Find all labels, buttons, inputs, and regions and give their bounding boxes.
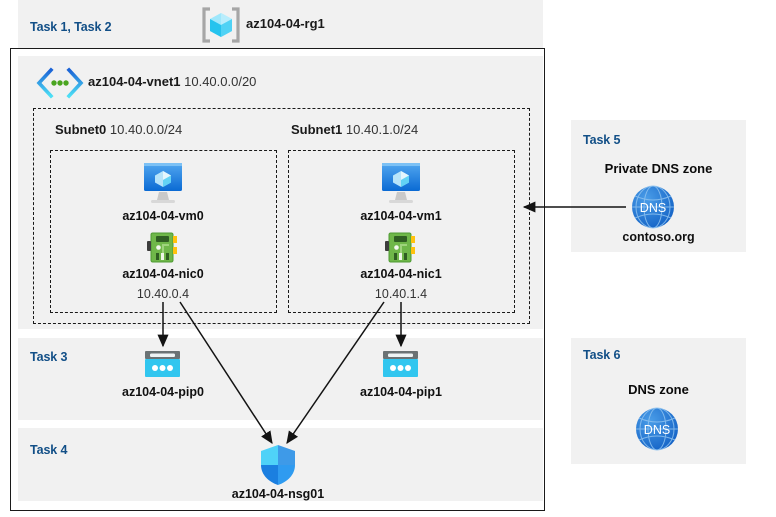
task-label-3: Task 3 xyxy=(30,350,68,364)
resource-group-icon xyxy=(198,6,244,44)
subnet1-cidr: 10.40.1.0/24 xyxy=(345,122,419,137)
subnet1-header: Subnet1 10.40.1.0/24 xyxy=(291,122,418,137)
virtual-machine-icon xyxy=(136,161,190,205)
subnets-container xyxy=(33,108,530,324)
dns-zone-icon: DNS xyxy=(634,406,680,452)
virtual-network-icon xyxy=(34,66,86,100)
pip0-name: az104-04-pip0 xyxy=(122,385,204,399)
vnet-panel xyxy=(18,56,543,329)
dns-zone-icon: DNS xyxy=(630,184,676,230)
public-ip-address-icon xyxy=(141,349,184,381)
virtual-machine-icon xyxy=(374,161,428,205)
vnet-name: az104-04-vnet1 xyxy=(88,74,181,89)
nic1-name: az104-04-nic1 xyxy=(360,267,442,281)
nic1-ip: 10.40.1.4 xyxy=(374,287,428,301)
public-dns-title: DNS zone xyxy=(628,382,689,397)
network-security-group-icon xyxy=(257,443,299,487)
pip1-name: az104-04-pip1 xyxy=(360,385,442,399)
task-label-4: Task 4 xyxy=(30,443,68,457)
subnet0-cidr: 10.40.0.0/24 xyxy=(109,122,183,137)
private-dns-panel xyxy=(571,120,746,252)
vnet-address-space: 10.40.0.0/20 xyxy=(184,74,257,89)
task-label-1-2: Task 1, Task 2 xyxy=(30,20,112,34)
resource-group-boundary xyxy=(10,48,545,511)
vm1-name: az104-04-vm1 xyxy=(360,209,442,223)
resource-group-name: az104-04-rg1 xyxy=(246,16,325,31)
private-dns-title: Private DNS zone xyxy=(604,161,713,176)
task-label-6: Task 6 xyxy=(583,348,621,362)
private-dns-name: contoso.org xyxy=(622,230,695,244)
svg-text:DNS: DNS xyxy=(644,423,670,437)
subnet0-header: Subnet0 10.40.0.0/24 xyxy=(55,122,182,137)
nic0-name: az104-04-nic0 xyxy=(122,267,204,281)
svg-text:DNS: DNS xyxy=(640,201,666,215)
network-interface-icon xyxy=(384,231,418,264)
network-interface-icon xyxy=(146,231,180,264)
nsg-name: az104-04-nsg01 xyxy=(231,487,325,501)
public-ip-address-icon xyxy=(379,349,422,381)
vm0-name: az104-04-vm0 xyxy=(122,209,204,223)
subnet0-label: Subnet0 xyxy=(55,122,107,137)
vnet-header: az104-04-vnet1 10.40.0.0/20 xyxy=(88,74,256,89)
resource-group-header-panel xyxy=(18,0,543,48)
task-label-5: Task 5 xyxy=(583,133,621,147)
public-ip-panel xyxy=(18,338,543,420)
resource-group-name-text: az104-04-rg1 xyxy=(246,16,325,31)
subnet1-label: Subnet1 xyxy=(291,122,343,137)
nic0-ip: 10.40.0.4 xyxy=(136,287,190,301)
